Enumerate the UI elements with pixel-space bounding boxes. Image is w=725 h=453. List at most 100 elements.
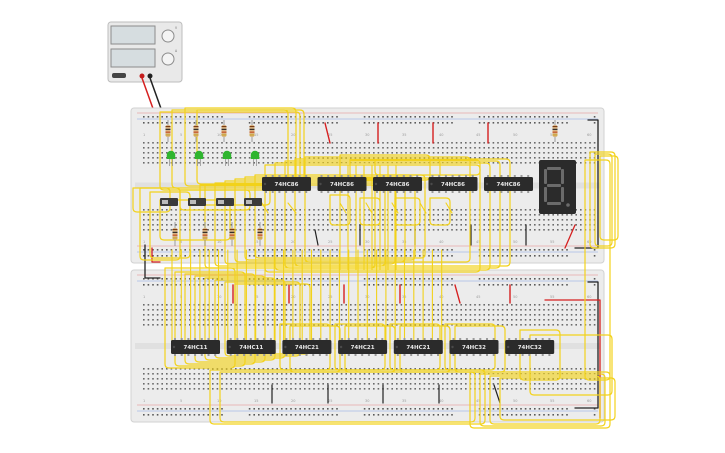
board-hole[interactable] xyxy=(547,324,550,326)
wire[interactable] xyxy=(151,247,161,263)
board-hole[interactable] xyxy=(488,152,490,154)
board-hole[interactable] xyxy=(469,142,472,144)
board-hole[interactable] xyxy=(524,209,527,211)
board-hole[interactable] xyxy=(198,388,200,390)
board-hole[interactable] xyxy=(179,224,182,226)
board-hole[interactable] xyxy=(405,229,407,231)
board-hole[interactable] xyxy=(189,388,191,390)
board-hole[interactable] xyxy=(239,319,242,321)
board-hole[interactable] xyxy=(396,304,398,306)
board-hole[interactable] xyxy=(451,219,453,221)
board-hole[interactable] xyxy=(483,388,485,390)
rail-hole[interactable] xyxy=(442,284,444,286)
rail-hole[interactable] xyxy=(152,284,154,286)
board-hole[interactable] xyxy=(235,224,237,226)
board-hole[interactable] xyxy=(547,378,550,380)
board-hole[interactable] xyxy=(143,147,145,149)
board-hole[interactable] xyxy=(437,378,439,380)
board-hole[interactable] xyxy=(437,314,439,316)
board-hole[interactable] xyxy=(152,162,154,164)
board-hole[interactable] xyxy=(593,314,596,316)
board-hole[interactable] xyxy=(166,378,168,380)
board-hole[interactable] xyxy=(570,319,573,321)
wire[interactable] xyxy=(324,122,331,144)
rail-hole[interactable] xyxy=(166,284,168,286)
board-hole[interactable] xyxy=(497,383,499,385)
board-hole[interactable] xyxy=(414,142,416,144)
board-hole[interactable] xyxy=(271,142,274,144)
rail-hole[interactable] xyxy=(451,278,453,280)
board-hole[interactable] xyxy=(271,224,274,226)
board-hole[interactable] xyxy=(276,157,278,159)
board-hole[interactable] xyxy=(465,157,467,159)
board-hole[interactable] xyxy=(405,309,407,311)
board-hole[interactable] xyxy=(258,162,260,164)
board-hole[interactable] xyxy=(465,219,467,221)
rail-hole[interactable] xyxy=(189,122,191,124)
board-hole[interactable] xyxy=(368,219,370,221)
board-hole[interactable] xyxy=(409,319,412,321)
board-hole[interactable] xyxy=(212,162,214,164)
board-hole[interactable] xyxy=(524,147,527,149)
board-hole[interactable] xyxy=(304,383,306,385)
board-hole[interactable] xyxy=(179,368,182,370)
board-hole[interactable] xyxy=(276,324,278,326)
board-hole[interactable] xyxy=(524,324,527,326)
board-hole[interactable] xyxy=(193,224,196,226)
board-hole[interactable] xyxy=(156,219,159,221)
board-hole[interactable] xyxy=(432,147,435,149)
board-hole[interactable] xyxy=(304,147,306,149)
board-hole[interactable] xyxy=(432,152,435,154)
bottom-chip-5[interactable]: 74HC32 xyxy=(449,338,499,356)
rail-hole[interactable] xyxy=(276,249,278,251)
rail-hole[interactable] xyxy=(534,122,536,124)
board-hole[interactable] xyxy=(561,142,564,144)
board-hole[interactable] xyxy=(432,319,435,321)
board-hole[interactable] xyxy=(239,324,242,326)
board-hole[interactable] xyxy=(175,383,177,385)
board-hole[interactable] xyxy=(529,319,531,321)
board-hole[interactable] xyxy=(262,229,265,231)
board-hole[interactable] xyxy=(547,157,550,159)
rail-hole[interactable] xyxy=(143,278,145,280)
board-hole[interactable] xyxy=(474,229,476,231)
rail-hole[interactable] xyxy=(451,249,453,251)
board-hole[interactable] xyxy=(239,314,242,316)
rail-hole[interactable] xyxy=(423,116,426,118)
rail-hole[interactable] xyxy=(442,278,444,280)
rail-hole[interactable] xyxy=(497,284,499,286)
rail-hole[interactable] xyxy=(207,255,209,257)
board-hole[interactable] xyxy=(543,388,545,390)
board-hole[interactable] xyxy=(561,314,564,316)
board-hole[interactable] xyxy=(437,219,439,221)
board-hole[interactable] xyxy=(285,378,288,380)
rail-hole[interactable] xyxy=(534,116,536,118)
board-hole[interactable] xyxy=(322,229,324,231)
board-hole[interactable] xyxy=(455,373,458,375)
board-hole[interactable] xyxy=(423,383,426,385)
board-hole[interactable] xyxy=(152,152,154,154)
board-hole[interactable] xyxy=(414,378,416,380)
board-hole[interactable] xyxy=(506,224,508,226)
rail-hole[interactable] xyxy=(193,408,196,410)
board-hole[interactable] xyxy=(547,383,550,385)
board-hole[interactable] xyxy=(414,383,416,385)
board-hole[interactable] xyxy=(285,152,288,154)
rail-hole[interactable] xyxy=(534,278,536,280)
board-hole[interactable] xyxy=(414,304,416,306)
board-hole[interactable] xyxy=(340,142,343,144)
board-hole[interactable] xyxy=(570,309,573,311)
board-hole[interactable] xyxy=(451,214,453,216)
board-hole[interactable] xyxy=(327,373,329,375)
board-hole[interactable] xyxy=(350,314,352,316)
board-hole[interactable] xyxy=(276,319,278,321)
board-hole[interactable] xyxy=(561,324,564,326)
rail-hole[interactable] xyxy=(143,255,145,257)
board-hole[interactable] xyxy=(391,152,393,154)
bottom-chip-4[interactable]: 74HC21 xyxy=(393,338,443,356)
board-hole[interactable] xyxy=(575,142,577,144)
wire[interactable] xyxy=(304,156,471,263)
board-hole[interactable] xyxy=(552,224,554,226)
board-hole[interactable] xyxy=(336,324,338,326)
board-hole[interactable] xyxy=(336,219,338,221)
